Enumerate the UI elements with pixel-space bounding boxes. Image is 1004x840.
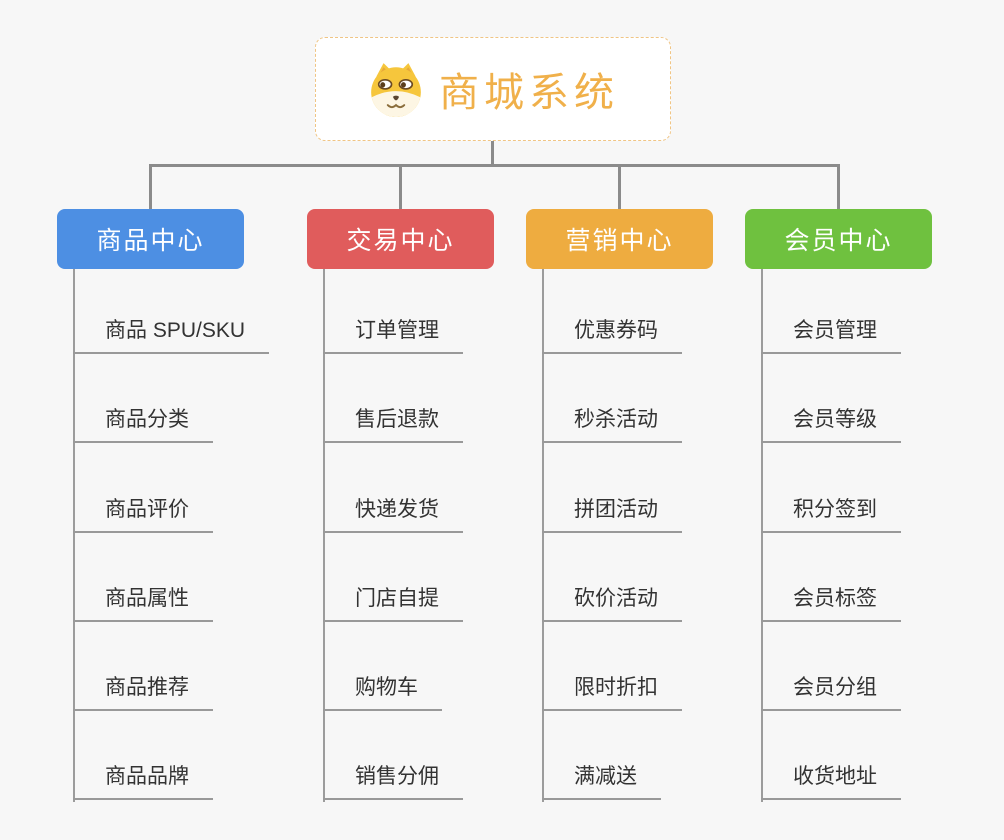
connector-drop-0 — [149, 164, 152, 209]
connector-drop-3 — [837, 164, 840, 209]
child-topic[interactable]: 砍价活动 — [542, 587, 682, 622]
child-topic[interactable]: 商品 SPU/SKU — [73, 319, 270, 354]
child-topic[interactable]: 会员分组 — [761, 676, 901, 711]
child-topic[interactable]: 会员等级 — [761, 408, 901, 443]
branch-node-1[interactable]: 交易中心 — [307, 209, 494, 269]
branch-trunk-1 — [323, 269, 325, 802]
root-title: 商城系统 — [439, 71, 619, 115]
connector-bus — [149, 164, 840, 167]
branch-trunk-0 — [73, 269, 75, 802]
connector-drop-2 — [618, 164, 621, 209]
branch-trunk-3 — [761, 269, 763, 802]
child-topic[interactable]: 商品推荐 — [73, 676, 213, 711]
child-topic[interactable]: 商品分类 — [73, 408, 213, 443]
child-topic[interactable]: 会员管理 — [761, 319, 901, 354]
child-topic[interactable]: 商品属性 — [73, 587, 213, 622]
branch-node-3[interactable]: 会员中心 — [745, 209, 932, 269]
child-topic[interactable]: 限时折扣 — [542, 676, 682, 711]
child-topic[interactable]: 收货地址 — [761, 765, 901, 800]
child-topic[interactable]: 售后退款 — [323, 408, 463, 443]
child-topic[interactable]: 订单管理 — [323, 319, 463, 354]
child-topic[interactable]: 优惠券码 — [542, 319, 682, 354]
child-topic[interactable]: 满减送 — [542, 765, 661, 800]
dog-face-icon — [371, 63, 421, 118]
branch-node-2[interactable]: 营销中心 — [526, 209, 713, 269]
child-topic[interactable]: 商品品牌 — [73, 765, 213, 800]
child-topic[interactable]: 会员标签 — [761, 587, 901, 622]
child-topic[interactable]: 销售分佣 — [323, 765, 463, 800]
child-topic[interactable]: 快递发货 — [323, 498, 463, 533]
connector-drop-1 — [399, 164, 402, 209]
child-topic[interactable]: 门店自提 — [323, 587, 463, 622]
root-node[interactable]: 商城系统 — [315, 37, 671, 141]
child-topic[interactable]: 商品评价 — [73, 498, 213, 533]
child-topic[interactable]: 积分签到 — [761, 498, 901, 533]
branch-node-0[interactable]: 商品中心 — [57, 209, 244, 269]
child-topic[interactable]: 购物车 — [323, 676, 442, 711]
child-topic[interactable]: 拼团活动 — [542, 498, 682, 533]
child-topic[interactable]: 秒杀活动 — [542, 408, 682, 443]
connector-root-stub — [491, 141, 494, 166]
branch-trunk-2 — [542, 269, 544, 802]
